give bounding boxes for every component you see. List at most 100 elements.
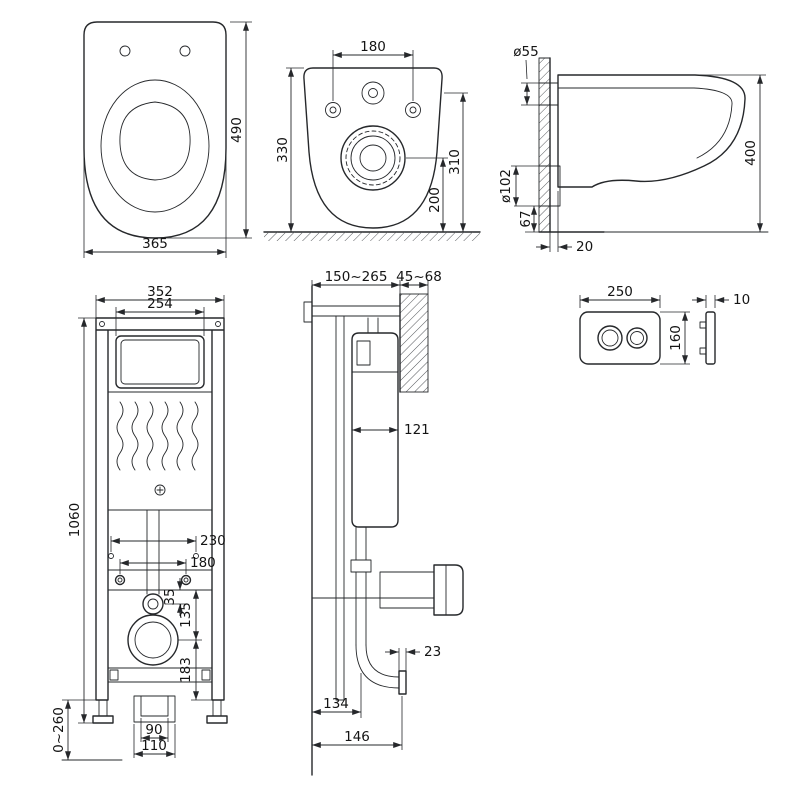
toilet-front-dimensions: 180 330 310 200 [275,39,468,233]
frame-front-view: 352 254 1060 230 180 35 135 183 0~260 90… [51,284,228,761]
outlet-pipe [538,165,561,207]
wall-block-hatch [399,293,429,393]
wall-hatch [539,58,550,232]
stud-left-inner [117,577,123,583]
fill-valve [356,340,371,366]
frame-rail-side [335,315,345,701]
flush-plate-dimensions: 250 160 10 [579,284,750,365]
dim-135: 135 [178,602,194,628]
outlet-ring-mid [350,135,396,181]
toilet-side-view: ø55 ø102 67 400 20 [498,44,769,255]
flush-pipe [146,509,160,595]
dim-outlet-inner: 90 [145,722,162,738]
mount-hole-left-inner [329,106,337,114]
pipe-coupling-inner [147,598,159,610]
pipe-coupling [142,593,164,615]
dim-plate-thickness: 10 [733,292,750,308]
frame-side-dimensions: 150~265 45~68 121 23 134 146 [311,269,442,750]
drain-socket-inner [134,621,172,659]
outlet-ring-inner [359,144,387,172]
toilet-seat-ring [100,79,210,213]
outlet-ring-scallop [345,130,401,186]
cistern-vent-stub [367,317,379,334]
leg-left [98,699,108,717]
dim-plate-height: 160 [668,325,684,351]
dim-height: 400 [743,140,759,166]
frame-side-view: 150~265 45~68 121 23 134 146 [303,269,464,776]
supply-hole-right [193,553,199,559]
wall-bracket [311,305,401,317]
dim-frame-width: 352 [147,284,173,300]
mount-hole-right-inner [409,106,417,114]
foot-plate-right [206,715,228,724]
dim-height-left: 330 [275,137,291,163]
dim-cistern-depth: 121 [404,422,430,438]
dim-plate-width: 250 [607,284,633,300]
dim-depth-range: 150~265 [325,269,388,285]
frame-front-dimensions: 352 254 1060 230 180 35 135 183 0~260 90… [51,284,226,761]
stud-right-inner [183,577,189,583]
stud-left [114,574,126,586]
dim-stud-spacing: 180 [190,555,216,571]
flush-button-large [597,325,623,351]
dim-outlet-height: 200 [427,187,443,213]
stud-crossbar [107,569,213,591]
toilet-front-outline [303,67,443,229]
elbow-flange [398,670,407,695]
toilet-side-rim-line [557,87,733,159]
cistern-side-outline [351,332,399,528]
dim-outlet-dia: ø102 [498,169,514,203]
dim-inlet-dia: ø55 [513,44,538,60]
flush-plate-side [705,311,716,365]
outlet-ring-outer [340,125,406,191]
flush-pipe-lower [355,571,367,646]
dim-bolt-spacing: 180 [360,39,386,55]
lower-crossbar [107,667,213,683]
lower-crossbar-plate-left [109,669,119,681]
flush-plate-front [579,311,661,365]
flush-pipe-upper [355,526,367,561]
toilet-side-outline [557,74,746,188]
flush-plate-view: 250 160 10 [579,284,750,365]
toilet-bowl-opening [119,101,191,181]
dim-frame-height: 1060 [67,503,83,537]
dim-183: 183 [178,657,194,683]
dim-outlet-outer: 110 [141,738,167,754]
foot-plate-left [92,715,114,724]
top-plate [303,301,313,323]
toilet-top-dimensions: 490 365 [83,21,252,258]
flush-plate-clip-top [699,321,707,329]
insulation-waves [116,401,199,471]
stud-right [180,574,192,586]
dim-supply-spacing: 230 [200,533,226,549]
leg-right [212,699,222,717]
inlet-pipe [538,82,559,106]
supply-hole-left [108,553,114,559]
cistern-access-panel [115,335,205,389]
mount-hole-right-outer [405,102,421,118]
extension-lines [83,21,252,258]
dim-leg-range: 0~260 [51,707,67,753]
dim-toilet-width: 365 [142,236,168,252]
drain-socket-outer [127,614,179,666]
dim-outlet-offset: 67 [518,210,534,227]
mount-hole-left-outer [325,102,341,118]
dim-bracket-range: 45~68 [396,269,442,285]
brand-mark [154,484,166,496]
toilet-top-view: 490 365 [83,21,252,258]
frame-rails [95,317,225,701]
drain-connector-bell [433,564,464,616]
water-inlet-inner [368,88,378,98]
extension-lines [286,50,468,159]
cistern-access-panel-inner [120,339,200,385]
lower-crossbar-plate-right [201,669,211,681]
ground-hatch [264,232,480,241]
extension-lines [62,295,225,758]
seat-hinge-left-icon [119,45,131,57]
dim-gap: 20 [576,239,593,255]
flush-button-small-inner [630,331,644,345]
wall-back-line [538,57,551,233]
toilet-side-dimensions: ø55 ø102 67 400 20 [498,44,766,255]
